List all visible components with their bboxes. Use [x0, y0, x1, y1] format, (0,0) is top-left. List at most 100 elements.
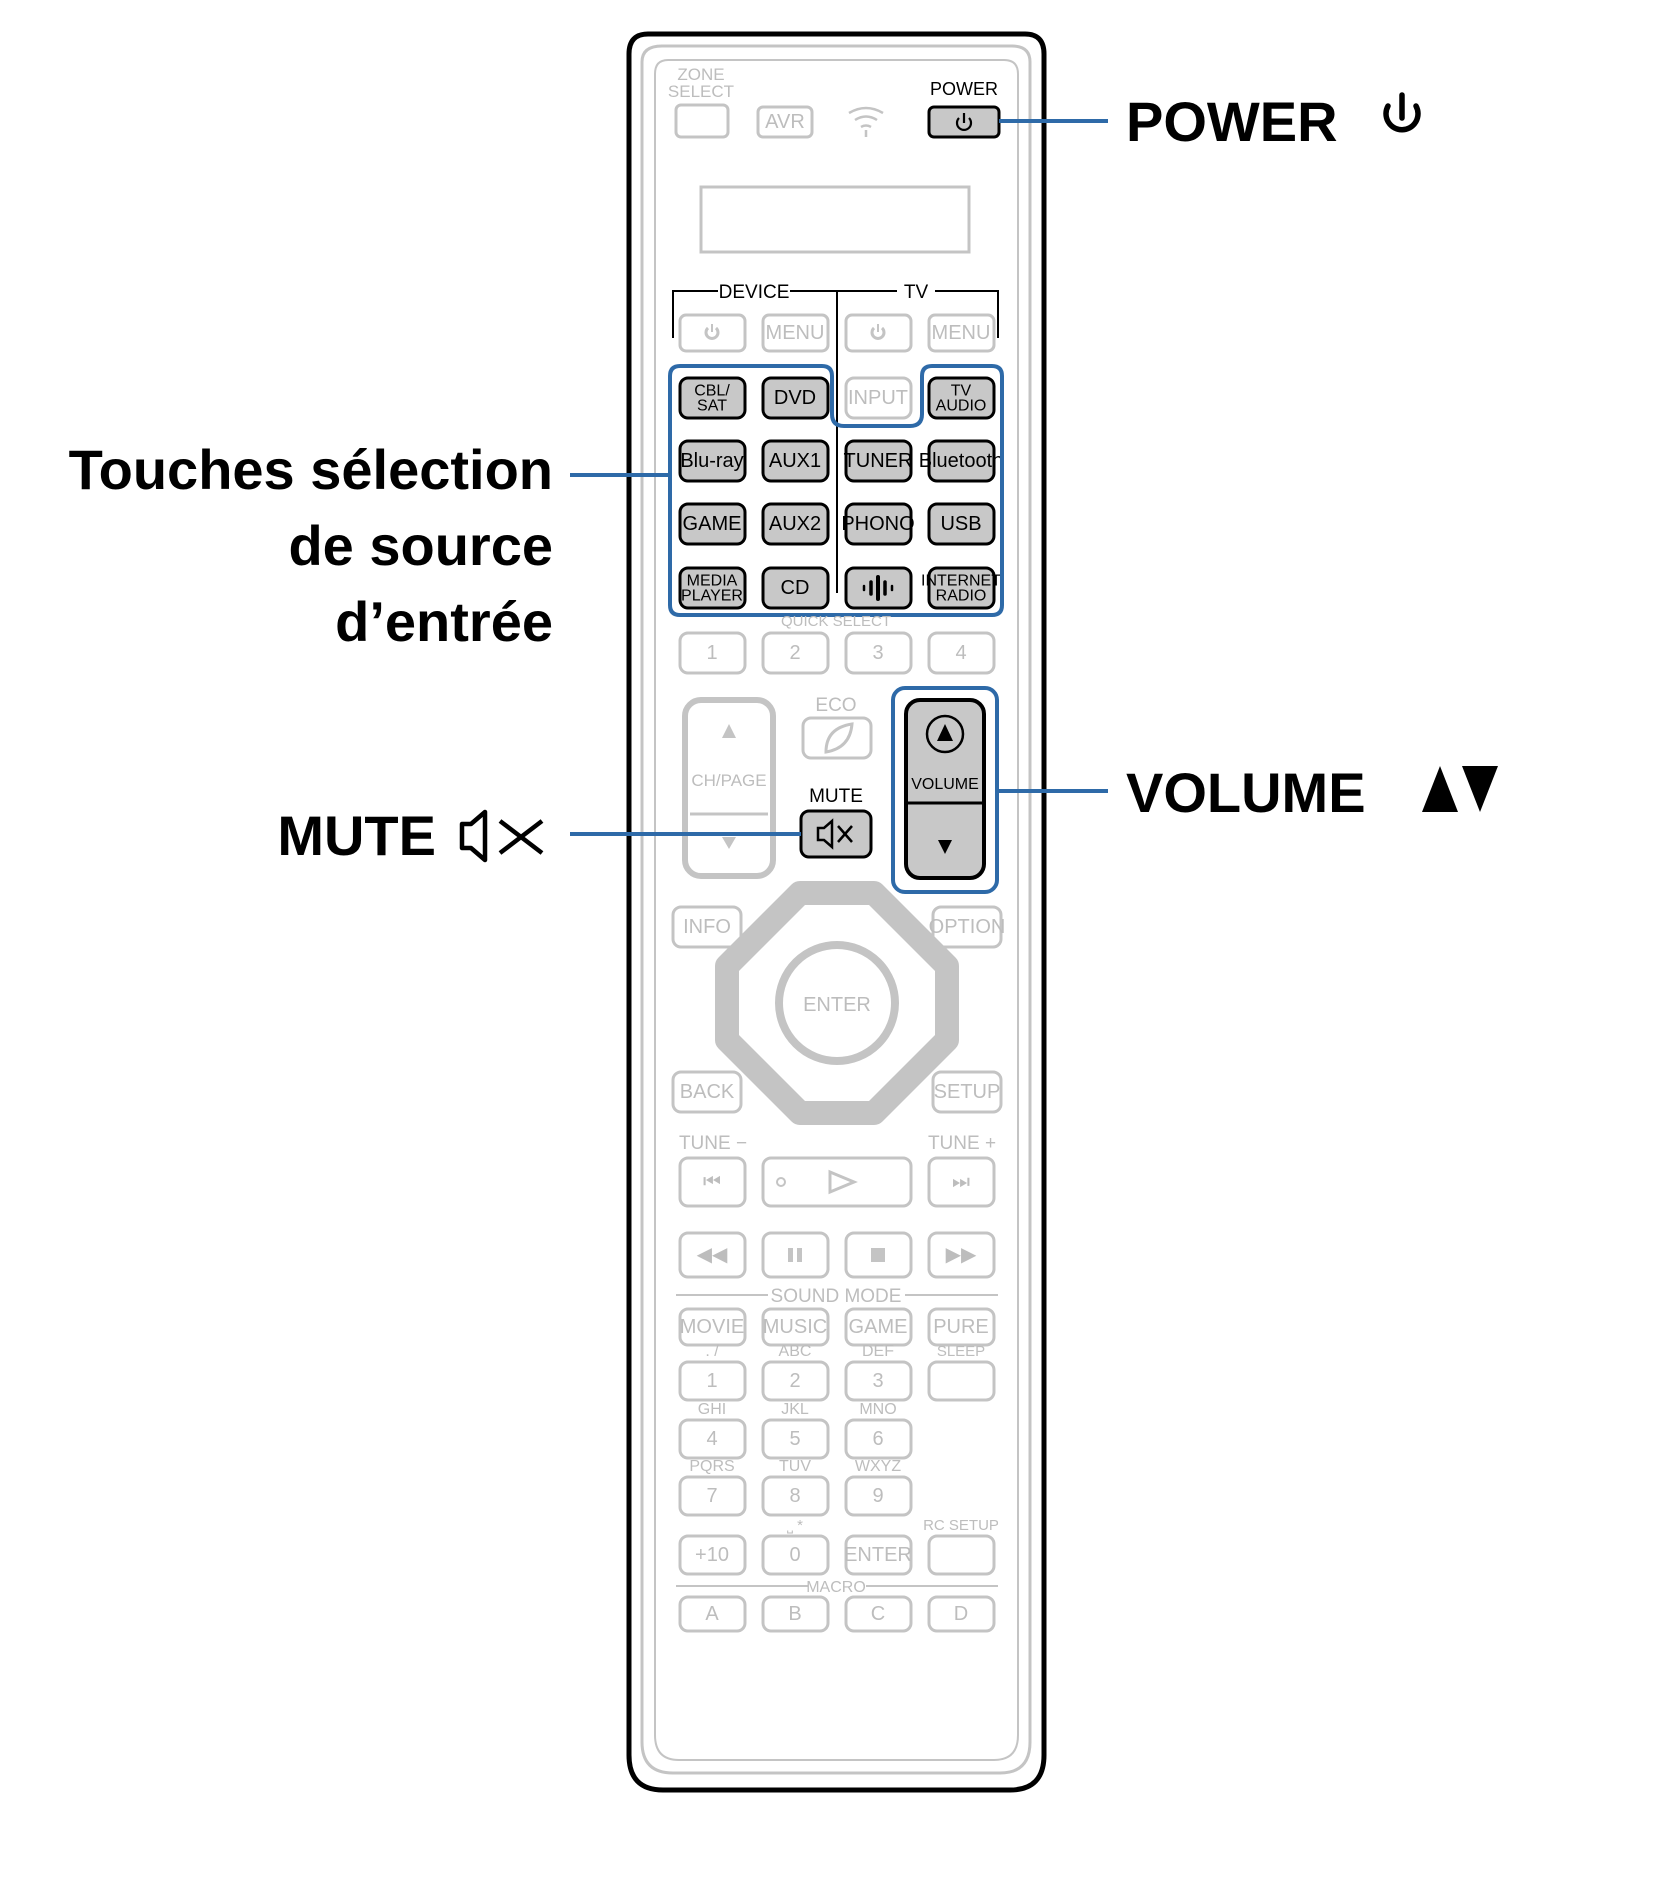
- back-button[interactable]: BACK: [671, 1070, 743, 1114]
- bluetooth-button[interactable]: Bluetooth: [919, 439, 1004, 483]
- dvd-button[interactable]: DVD: [761, 376, 830, 420]
- music-label: MUSIC: [763, 1316, 827, 1338]
- info-label: INFO: [683, 916, 731, 938]
- key-3-label: 3: [872, 1370, 883, 1392]
- tv-menu-label: MENU: [932, 322, 991, 344]
- device-power-button[interactable]: [678, 313, 747, 353]
- quick-select-3-button[interactable]: 3: [844, 631, 913, 675]
- zone-select-label-2: SELECT: [668, 82, 734, 101]
- skip-forward-button[interactable]: ⏭: [927, 1156, 996, 1208]
- tv-audio-button[interactable]: TV AUDIO: [927, 376, 996, 420]
- mute-callout: MUTE: [277, 804, 544, 867]
- game-mode-button[interactable]: GAME: [844, 1307, 913, 1347]
- key-4-label: 4: [706, 1428, 717, 1450]
- tuner-button[interactable]: TUNER: [844, 439, 913, 483]
- rewind-button[interactable]: ◀◀: [678, 1231, 747, 1279]
- sleep-button[interactable]: [927, 1360, 996, 1402]
- tv-power-button[interactable]: [844, 313, 913, 353]
- rc-setup-label: RC SETUP: [923, 1517, 999, 1534]
- music-button[interactable]: MUSIC: [761, 1307, 830, 1347]
- fast-forward-button[interactable]: ▶▶: [927, 1231, 996, 1279]
- tv-menu-button[interactable]: MENU: [927, 313, 996, 353]
- stop-button[interactable]: [844, 1231, 913, 1279]
- key-1-button[interactable]: 1: [678, 1360, 747, 1402]
- play-button[interactable]: [761, 1156, 913, 1208]
- key-0-sub: ⎵ *: [787, 1517, 803, 1534]
- macro-c-button[interactable]: C: [844, 1595, 913, 1633]
- avr-button[interactable]: AVR: [756, 105, 814, 139]
- macro-b-label: B: [788, 1603, 801, 1625]
- phono-button[interactable]: PHONO: [841, 502, 915, 546]
- quick-select-4-button[interactable]: 4: [927, 631, 996, 675]
- keypad: . / ABC DEF SLEEP 1 2 3 GHI JKL MNO 4 5 …: [678, 1343, 999, 1576]
- ch-page-rocker[interactable]: CH/PAGE: [682, 697, 776, 879]
- key-7-button[interactable]: 7: [678, 1475, 747, 1517]
- aux2-button[interactable]: AUX2: [761, 502, 830, 546]
- eco-button[interactable]: [801, 716, 873, 760]
- lcd-window: [699, 185, 971, 254]
- key-6-button[interactable]: 6: [844, 1418, 913, 1460]
- quick-select-1-button[interactable]: 1: [678, 631, 747, 675]
- power-button[interactable]: [927, 105, 1001, 139]
- heos-button[interactable]: [844, 566, 913, 610]
- option-label: OPTION: [929, 916, 1006, 938]
- key-8-button[interactable]: 8: [761, 1475, 830, 1517]
- eco-label: ECO: [815, 695, 856, 716]
- device-menu-label: MENU: [766, 322, 825, 344]
- bluray-button[interactable]: Blu-ray: [678, 439, 747, 483]
- key-2-label: 2: [789, 1370, 800, 1392]
- macro-d-button[interactable]: D: [927, 1595, 996, 1633]
- key-2-button[interactable]: 2: [761, 1360, 830, 1402]
- media-player-button[interactable]: MEDIA PLAYER: [678, 566, 747, 610]
- key-6-sub: MNO: [859, 1401, 896, 1418]
- bluetooth-label: Bluetooth: [919, 450, 1004, 472]
- ch-page-label: CH/PAGE: [691, 771, 766, 790]
- quick-select-1-label: 1: [706, 642, 717, 664]
- key-5-sub: JKL: [781, 1401, 809, 1418]
- key-1-sub: . /: [705, 1343, 719, 1360]
- mute-button[interactable]: [799, 809, 873, 859]
- zone-select-button[interactable]: [674, 103, 730, 139]
- right-arrow-icon: [911, 997, 925, 1009]
- game-mode-label: GAME: [849, 1316, 908, 1338]
- key-4-button[interactable]: 4: [678, 1418, 747, 1460]
- internet-radio-button[interactable]: INTERNET RADIO: [921, 566, 1001, 610]
- usb-button[interactable]: USB: [927, 502, 996, 546]
- cbl-sat-button[interactable]: CBL/ SAT: [678, 376, 747, 420]
- pause-button[interactable]: [761, 1231, 830, 1279]
- volume-callout: VOLUME: [1126, 761, 1498, 824]
- enter-button[interactable]: ENTER: [844, 1534, 913, 1576]
- power-icon: [955, 113, 973, 131]
- direction-pad[interactable]: ENTER: [715, 881, 959, 1125]
- aux1-button[interactable]: AUX1: [761, 439, 830, 483]
- cd-button[interactable]: CD: [761, 566, 830, 610]
- plus10-button[interactable]: +10: [678, 1534, 747, 1576]
- tune-plus-label: TUNE +: [928, 1133, 996, 1154]
- quick-select-2-button[interactable]: 2: [761, 631, 830, 675]
- skip-back-button[interactable]: ⏮: [678, 1156, 747, 1208]
- macro-a-button[interactable]: A: [678, 1595, 747, 1633]
- movie-button[interactable]: MOVIE: [678, 1307, 747, 1347]
- pure-button[interactable]: PURE: [927, 1307, 996, 1347]
- device-menu-button[interactable]: MENU: [761, 313, 830, 353]
- device-header: DEVICE: [719, 282, 790, 303]
- info-button[interactable]: INFO: [671, 905, 743, 949]
- tune-minus-label: TUNE −: [679, 1133, 747, 1154]
- key-3-button[interactable]: 3: [844, 1360, 913, 1402]
- setup-button[interactable]: SETUP: [931, 1070, 1003, 1114]
- volume-rocker[interactable]: VOLUME: [904, 698, 986, 880]
- rc-setup-button[interactable]: [927, 1534, 996, 1576]
- mute-icon: [459, 809, 544, 863]
- option-button[interactable]: OPTION: [929, 905, 1006, 949]
- ch-up-icon: [722, 724, 736, 738]
- key-5-button[interactable]: 5: [761, 1418, 830, 1460]
- power-icon: [704, 324, 720, 340]
- game-button[interactable]: GAME: [678, 502, 747, 546]
- aux2-label: AUX2: [769, 513, 821, 535]
- macro-b-button[interactable]: B: [761, 1595, 830, 1633]
- key-0-button[interactable]: 0: [761, 1534, 830, 1576]
- key-9-button[interactable]: 9: [844, 1475, 913, 1517]
- input-button[interactable]: INPUT: [844, 376, 913, 420]
- key-0-label: 0: [789, 1544, 800, 1566]
- up-arrow-icon: [831, 918, 843, 932]
